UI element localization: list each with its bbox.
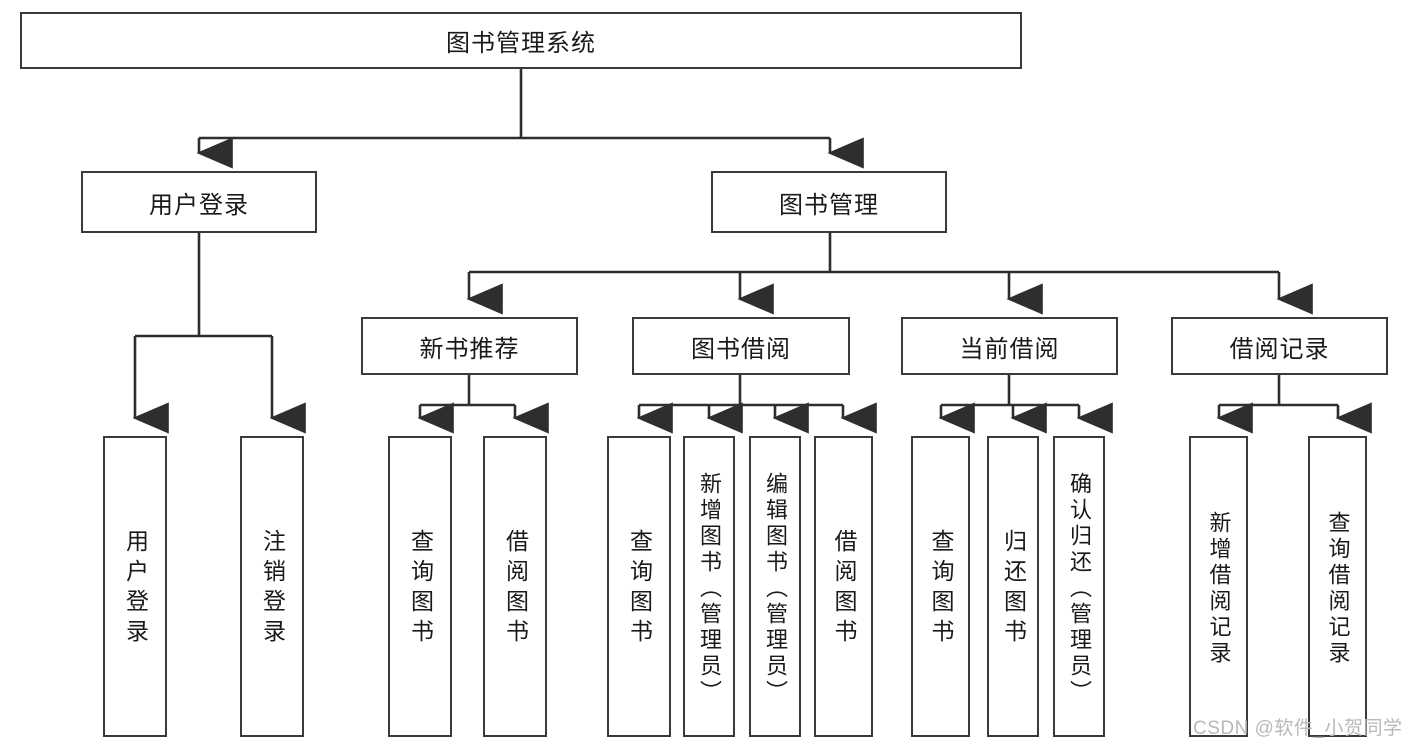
csdn-watermark: CSDN @软件_小贺同学 <box>1193 718 1403 739</box>
node-leaf-query-books-recommend[interactable]: 查询图书 <box>388 436 452 737</box>
node-leaf-add-book-admin[interactable]: 新增图书（管理员） <box>683 436 735 737</box>
node-leaf-add-borrow-record[interactable]: 新增借阅记录 <box>1189 436 1248 737</box>
node-leaf-user-login[interactable]: 用户登录 <box>103 436 167 737</box>
node-borrow-record[interactable]: 借阅记录 <box>1171 317 1388 375</box>
node-new-book-recommend[interactable]: 新书推荐 <box>361 317 578 375</box>
node-leaf-query-books-current[interactable]: 查询图书 <box>911 436 970 737</box>
node-leaf-query-borrow-record[interactable]: 查询借阅记录 <box>1308 436 1367 737</box>
node-book-borrow[interactable]: 图书借阅 <box>632 317 850 375</box>
node-leaf-edit-book-admin[interactable]: 编辑图书（管理员） <box>749 436 801 737</box>
node-leaf-confirm-return-admin[interactable]: 确认归还（管理员） <box>1053 436 1105 737</box>
node-leaf-query-books-borrow[interactable]: 查询图书 <box>607 436 671 737</box>
node-user-login[interactable]: 用户登录 <box>81 171 317 233</box>
node-system-root[interactable]: 图书管理系统 <box>20 12 1022 69</box>
node-leaf-borrow-books-recommend[interactable]: 借阅图书 <box>483 436 547 737</box>
node-book-management[interactable]: 图书管理 <box>711 171 947 233</box>
node-leaf-borrow-books-borrow[interactable]: 借阅图书 <box>814 436 873 737</box>
node-current-borrow[interactable]: 当前借阅 <box>901 317 1118 375</box>
node-leaf-logout-login[interactable]: 注销登录 <box>240 436 304 737</box>
node-leaf-return-books[interactable]: 归还图书 <box>987 436 1039 737</box>
